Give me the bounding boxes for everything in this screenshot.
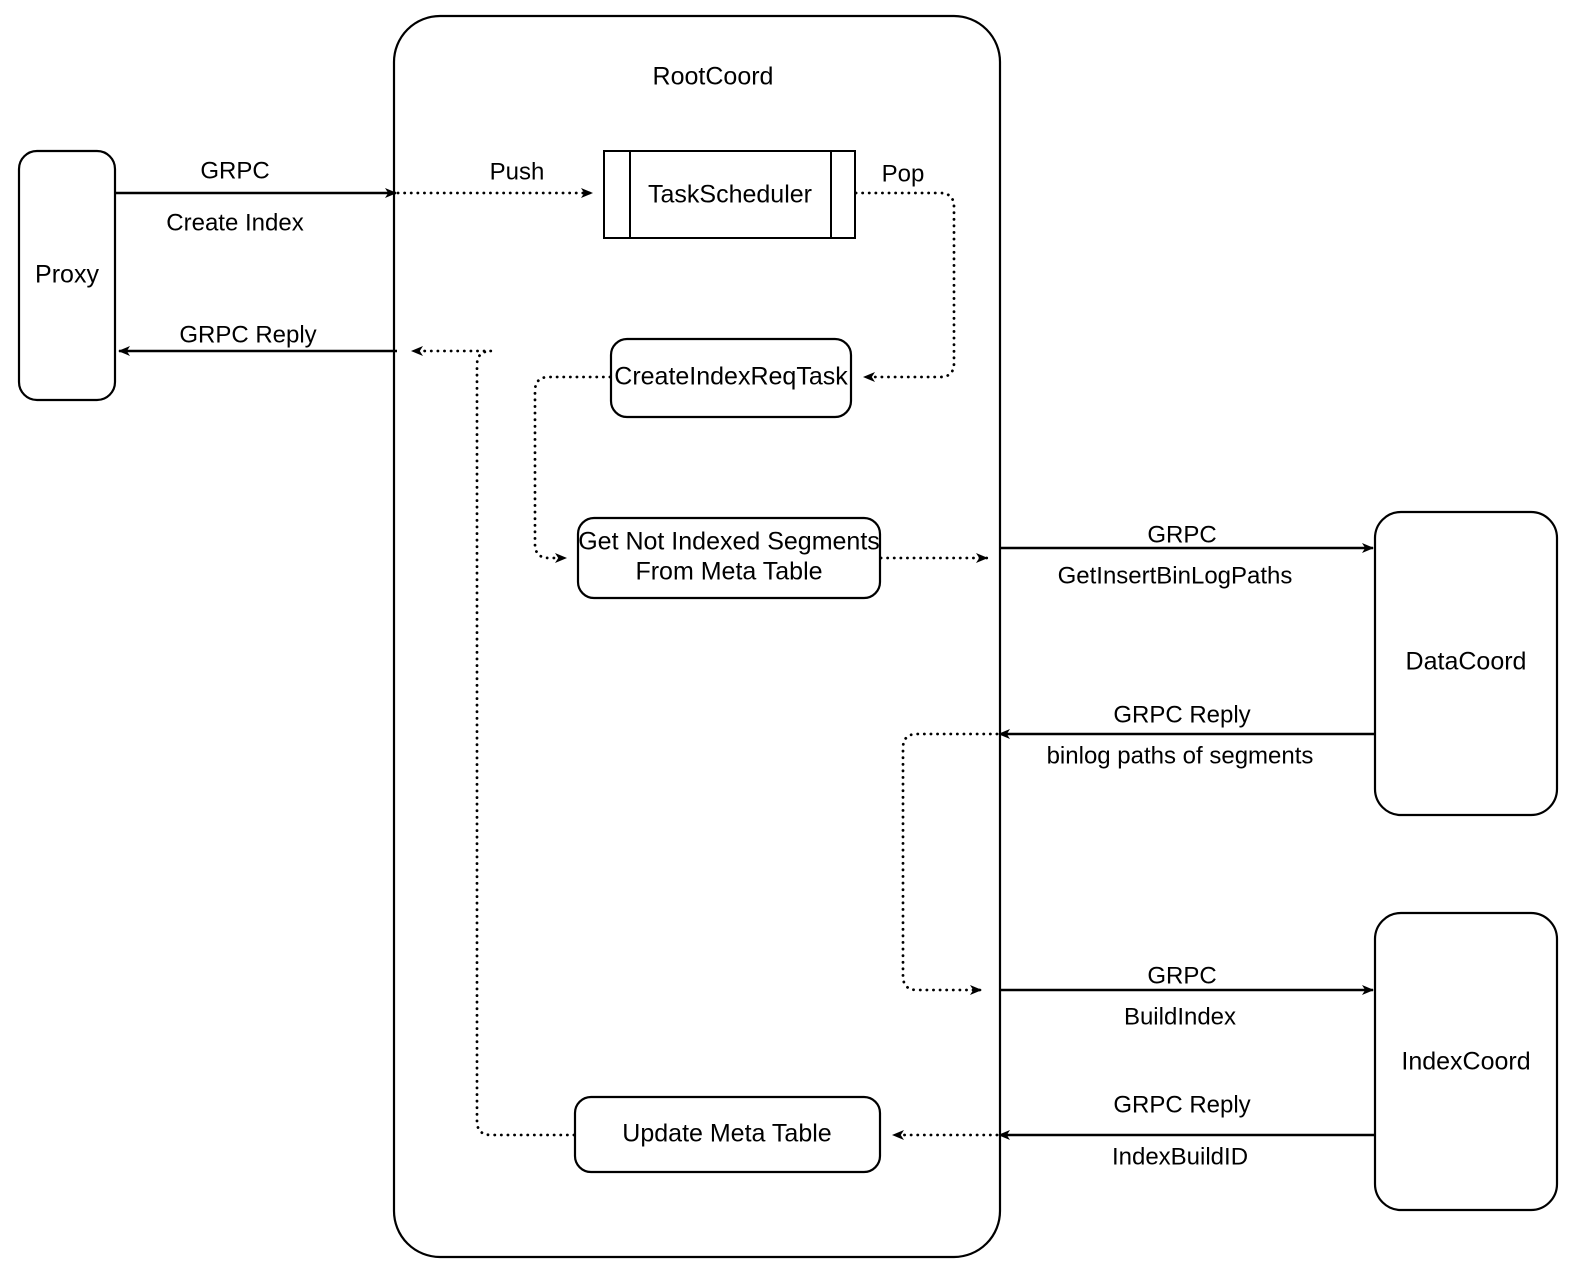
- node-proxy[interactable]: [17, 149, 117, 402]
- edge-datacoord-reply-to-buildindex[interactable]: [901, 732, 999, 995]
- edge-pop-to-task[interactable]: [854, 191, 956, 382]
- node-index-coord[interactable]: [1373, 911, 1559, 1212]
- edge-indexcoord-reply-label-bottom: IndexBuildID: [1112, 1143, 1248, 1170]
- node-data-coord[interactable]: [1373, 510, 1559, 817]
- edge-datacoord-reply-label-bottom: binlog paths of segments: [1047, 742, 1314, 769]
- node-create-index-req-task[interactable]: [609, 337, 853, 419]
- node-index-coord-label: IndexCoord: [1401, 1048, 1530, 1076]
- edge-pop-label: Pop: [882, 160, 925, 187]
- node-task-scheduler[interactable]: [603, 150, 856, 239]
- node-get-not-indexed-segments-label-line2: From Meta Table: [635, 558, 822, 586]
- node-get-not-indexed-segments-label-line1: Get Not Indexed Segments: [578, 528, 880, 556]
- edge-push-label: Push: [490, 158, 545, 185]
- edge-to-datacoord-label-top: GRPC: [1147, 521, 1216, 548]
- edge-datacoord-reply-label-top: GRPC Reply: [1113, 701, 1250, 728]
- container-rootcoord[interactable]: [392, 14, 1002, 1259]
- edge-to-indexcoord-label-top: GRPC: [1147, 962, 1216, 989]
- node-proxy-label: Proxy: [35, 261, 99, 289]
- edge-to-indexcoord-label-bottom: BuildIndex: [1124, 1003, 1236, 1030]
- node-data-coord-label: DataCoord: [1406, 648, 1527, 676]
- edge-indexcoord-reply-label-top: GRPC Reply: [1113, 1091, 1250, 1118]
- edge-rootcoord-to-proxy-label: GRPC Reply: [179, 321, 316, 348]
- node-create-index-req-task-label: CreateIndexReqTask: [614, 363, 848, 391]
- edge-task-to-segments[interactable]: [533, 375, 612, 563]
- edge-proxy-to-rootcoord-label-top: GRPC: [200, 157, 269, 184]
- edge-to-datacoord-label-bottom: GetInsertBinLogPaths: [1058, 562, 1293, 589]
- node-task-scheduler-label: TaskScheduler: [648, 181, 812, 209]
- node-update-meta-table-label: Update Meta Table: [622, 1120, 831, 1148]
- edge-proxy-to-rootcoord-label-bottom: Create Index: [166, 209, 303, 236]
- container-rootcoord-label: RootCoord: [653, 63, 774, 91]
- edge-update-meta-to-grpc-reply[interactable]: [410, 346, 576, 1137]
